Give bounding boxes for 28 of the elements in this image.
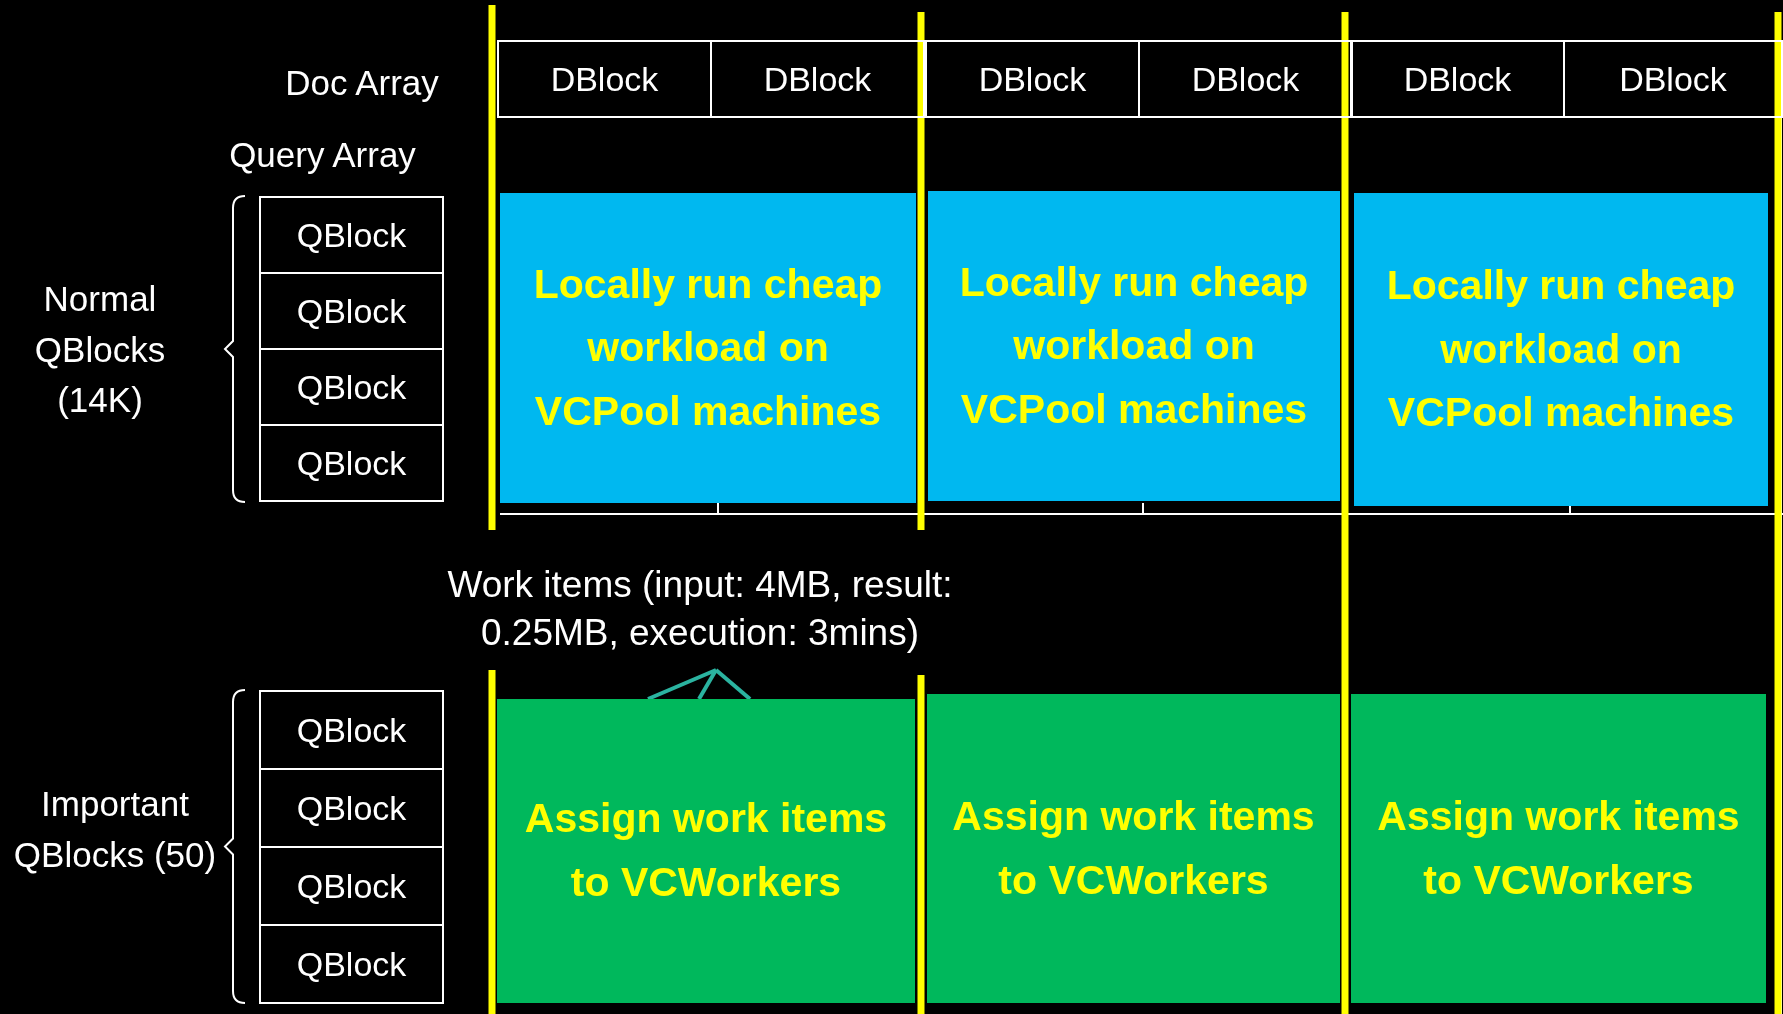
doc-block-cell: DBlock [925,40,1140,118]
group-label: Important QBlocks (50) [12,783,218,876]
query-block-cell: QBlock [259,846,444,926]
doc-block-cell: DBlock [710,40,925,118]
doc-block-cell: DBlock [1350,40,1565,118]
doc-block-cell: DBlock [1563,40,1783,118]
group-label: Normal QBlocks (14K) [33,277,167,422]
query-block-cell: QBlock [259,196,444,274]
query-block-cell: QBlock [259,924,444,1004]
process-box: Locally run cheap workload on VCPool machines [928,191,1340,501]
query-block-cell: QBlock [259,348,444,426]
leader-line [647,668,717,701]
process-box: Locally run cheap workload on VCPool machines [1354,193,1768,506]
process-box: Assign work items to VCWorkers [927,694,1340,1003]
query-block-cell: QBlock [259,768,444,848]
query-block-cell: QBlock [259,424,444,502]
note-text: Work items (input: 4MB, result: 0.25MB, execution: 3mins) [380,548,1020,670]
doc-block-cell: DBlock [1138,40,1353,118]
row-label: Query Array [228,133,417,176]
row-label: Doc Array [284,61,440,104]
process-box: Assign work items to VCWorkers [1351,694,1766,1003]
query-block-cell: QBlock [259,690,444,770]
query-block-cell: QBlock [259,272,444,350]
process-box: Assign work items to VCWorkers [497,699,915,1003]
leader-line [714,668,752,701]
doc-block-cell: DBlock [497,40,712,118]
process-box: Locally run cheap workload on VCPool machines [500,193,916,503]
leader-line [697,669,718,700]
